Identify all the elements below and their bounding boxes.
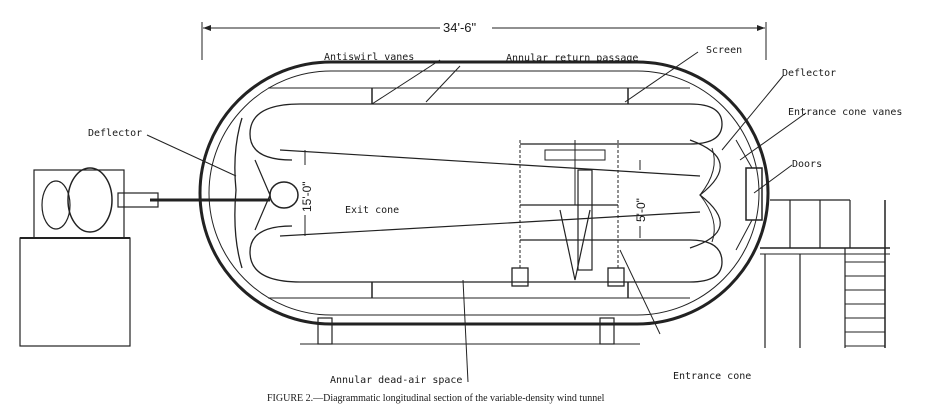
tunnel-supports [300,317,640,345]
diameter-label: 15'-0" [300,181,314,212]
balance-structure [511,140,625,287]
entrance-cone-vanes-label: Entrance cone vanes [788,107,902,118]
exit-cone-lines [279,149,701,237]
antiswirl-vanes-label: Antiswirl vanes [324,52,414,63]
doors-label: Doors [792,159,822,170]
leader-lines [146,51,807,383]
tunnel-shell [198,60,770,326]
entrance-cone-label: Entrance cone [673,371,751,382]
screen-label: Screen [706,45,742,56]
test-section-label: 5'-0" [634,198,648,222]
drive-motor [19,167,159,347]
diameter-dimension: 15'-0" [300,150,314,236]
access-platform [760,199,890,348]
annular-return-passage-label: Annular return passage [506,53,638,64]
entrance-cone-vanes [689,139,763,251]
figure-caption: FIGURE 2.—Diagrammatic longitudinal sect… [267,393,605,404]
deflector-right-label: Deflector [782,68,836,79]
return-passage [234,87,723,299]
deflector-left-label: Deflector [88,128,142,139]
overall-length-label: 34'-6" [443,20,477,35]
exit-cone-label: Exit cone [345,205,399,216]
annular-vanes [371,88,629,298]
test-section-dimension: 5'-0" [634,160,648,238]
fan-hub [150,159,299,231]
overall-length-dimension: 34'-6" [201,20,767,60]
annular-dead-air-space-label: Annular dead-air space [330,375,462,386]
